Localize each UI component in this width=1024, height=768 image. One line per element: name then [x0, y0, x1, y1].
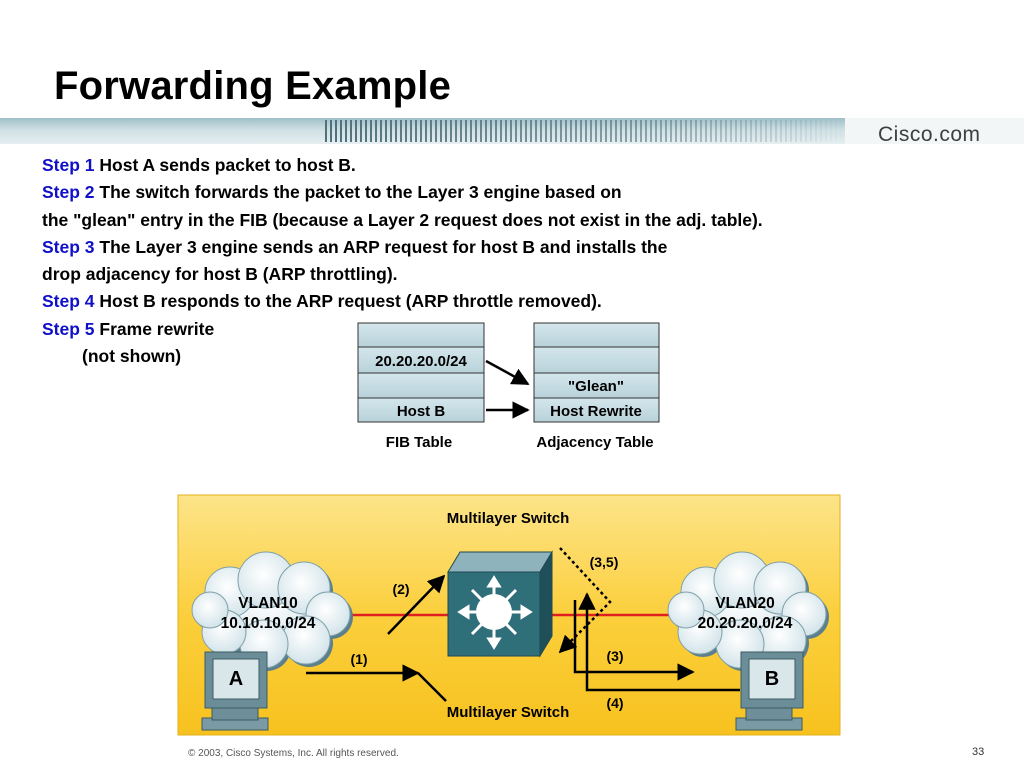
vlan20-name: VLAN20 — [715, 595, 774, 612]
header-rule-end — [845, 118, 1024, 144]
step35-arrow-label: (3,5) — [590, 554, 619, 570]
step-label: Step 2 — [42, 182, 95, 203]
step2-arrow-label: (2) — [392, 581, 409, 597]
step-text: Host B responds to the ARP request (ARP … — [99, 291, 602, 312]
fib-row — [357, 346, 485, 374]
slide-title: Forwarding Example — [54, 64, 452, 108]
step-text: Host A sends packet to host B. — [99, 155, 356, 175]
steps-list: Step 1 Host A sends packet to host B. St… — [42, 152, 763, 370]
step-text: The switch forwards the packet to the La… — [99, 182, 622, 203]
adjacency-row — [533, 397, 660, 423]
step2-arrow — [387, 574, 446, 635]
header-rule-stripes — [325, 120, 845, 142]
step-5: Step 5 Frame rewrite — [42, 316, 763, 343]
host-a-label: A — [229, 668, 243, 690]
step-text: Frame rewrite — [99, 318, 215, 339]
copyright-footer: © 2003, Cisco Systems, Inc. All rights r… — [188, 748, 399, 759]
step3-arrow-label: (3) — [606, 648, 623, 664]
brand-logo-text: Cisco.com — [878, 123, 981, 146]
step-5-continuation: (not shown) — [82, 346, 182, 367]
adjacency-table: "Glean" Host Rewrite Adjacency Table — [533, 322, 660, 451]
step-text: The Layer 3 engine sends an ARP request … — [99, 236, 668, 257]
step1-arrow-label: (1) — [350, 651, 367, 667]
step-label: Step 5 — [42, 318, 95, 339]
vlan10-subnet: 10.10.10.0/24 — [221, 615, 316, 632]
host-b-computer-icon — [735, 651, 804, 731]
adjacency-entry-glean: "Glean" — [568, 378, 624, 395]
fib-row — [357, 322, 485, 348]
fib-row — [357, 372, 485, 399]
host-b-label: B — [765, 668, 779, 690]
page-number: 33 — [972, 746, 985, 758]
step-3: Step 3 The Layer 3 engine sends an ARP r… — [42, 234, 763, 261]
panel-top-label: Multilayer Switch — [447, 510, 570, 527]
fib-table: 20.20.20.0/24 Host B FIB Table — [357, 322, 485, 451]
fib-caption: FIB Table — [386, 434, 452, 451]
step-2-continuation: the "glean" entry in the FIB (because a … — [42, 209, 763, 230]
step-2: Step 2 The switch forwards the packet to… — [42, 179, 763, 206]
fib-entry-subnet: 20.20.20.0/24 — [375, 353, 467, 370]
adjacency-caption: Adjacency Table — [536, 434, 653, 451]
fib-row — [357, 397, 485, 423]
step-1: Step 1 Host A sends packet to host B. — [42, 152, 763, 179]
adjacency-row — [533, 322, 660, 348]
fib-to-glean-arrow — [485, 359, 530, 386]
step1-arrow-tail — [417, 672, 447, 702]
panel-bottom-label: Multilayer Switch — [447, 704, 570, 721]
step-label: Step 4 — [42, 291, 95, 312]
host-a-computer-icon — [201, 651, 269, 731]
step3-arrow — [573, 600, 695, 681]
step-4: Step 4 Host B responds to the ARP reques… — [42, 288, 763, 315]
step4-arrow — [578, 592, 740, 692]
step-label: Step 1 — [42, 155, 95, 175]
vlan10-name: VLAN10 — [238, 595, 297, 612]
adjacency-entry-rewrite: Host Rewrite — [550, 403, 642, 420]
multilayer-switch-icon — [447, 550, 553, 658]
vlan20-subnet: 20.20.20.0/24 — [698, 615, 793, 632]
step-3-continuation: drop adjacency for host B (ARP throttlin… — [42, 264, 398, 285]
adjacency-row — [533, 346, 660, 374]
fib-entry-host: Host B — [397, 403, 446, 420]
step35-dotted-arrow — [558, 547, 612, 654]
step4-arrow-label: (4) — [606, 695, 623, 711]
step-label: Step 3 — [42, 236, 95, 257]
